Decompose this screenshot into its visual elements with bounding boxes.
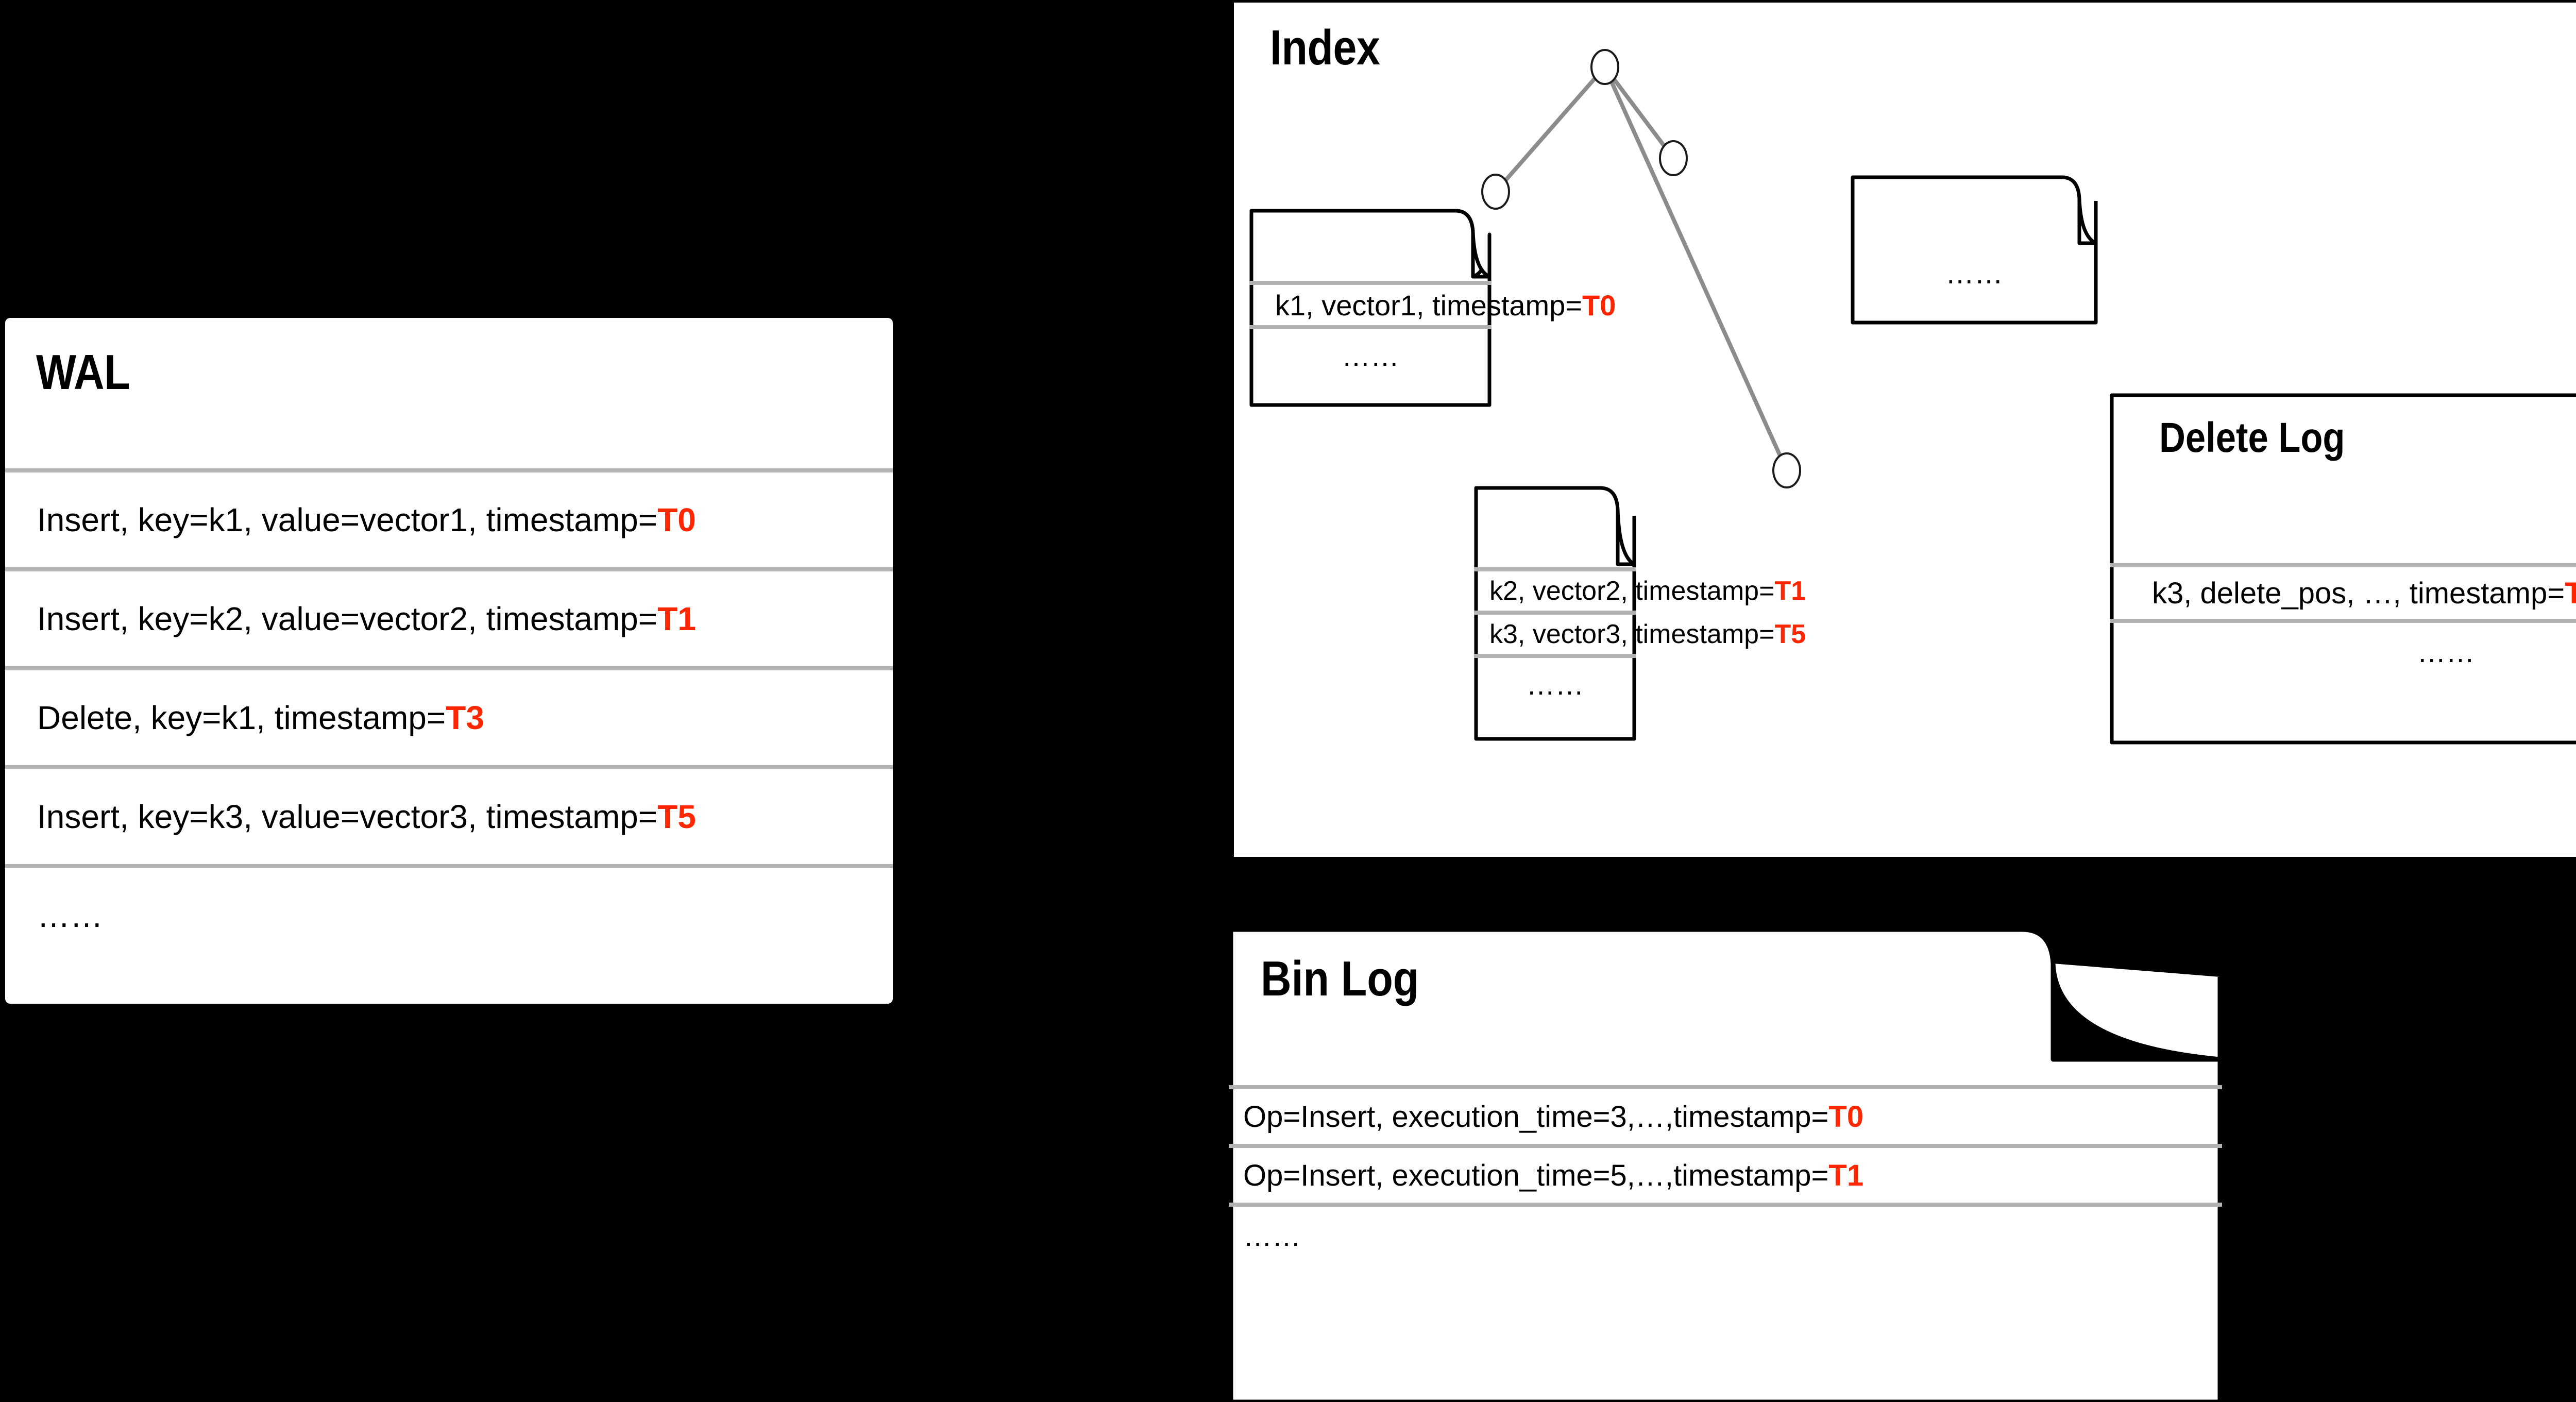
card-outline xyxy=(1851,175,2098,325)
bin-log-row-timestamp: T1 xyxy=(1828,1158,1864,1192)
card-row-timestamp: T3 xyxy=(2565,576,2576,610)
bin-log-row-text: Op=Insert, execution_time=5,…,timestamp=… xyxy=(1243,1158,1864,1192)
bin-log-row: …… xyxy=(1229,1203,2222,1264)
card-row-timestamp: T5 xyxy=(1774,619,1806,649)
wal-row-timestamp: T0 xyxy=(657,501,696,538)
index-card-segment-k2-k3: k2, vector2, timestamp=T1 k3, vector3, t… xyxy=(1474,486,1806,741)
card-row: …… xyxy=(2110,619,2576,681)
tree-node-root xyxy=(1590,49,1619,85)
wal-row-text: Insert, key=k1, value=vector1, timestamp… xyxy=(37,501,696,538)
bin-log-row-text: Op=Insert, execution_time=3,…,timestamp=… xyxy=(1243,1100,1864,1134)
wal-row-list: Insert, key=k1, value=vector1, timestamp… xyxy=(5,468,893,963)
card-row-timestamp: T1 xyxy=(1774,576,1806,606)
card-row-text: k3, vector3, timestamp=T5 xyxy=(1489,619,1806,649)
wal-row-timestamp: T3 xyxy=(446,699,484,736)
card-row: k1, vector1, timestamp=T0 xyxy=(1249,281,1616,325)
index-card-segment-k1: k1, vector1, timestamp=T0 …… xyxy=(1249,209,1616,407)
card-row-ellipsis: …… xyxy=(1945,257,2003,290)
wal-row: Insert, key=k1, value=vector1, timestamp… xyxy=(5,468,893,567)
delete-log-title: Delete Log xyxy=(2159,414,2345,461)
tree-edge-root-right xyxy=(1603,65,1675,160)
card-fold xyxy=(1228,927,2223,1402)
bin-log-title: Bin Log xyxy=(1261,951,1419,1006)
index-card-segment-ellipsis: …… xyxy=(1851,175,2098,325)
card-row-list: k3, delete_pos, …, timestamp=T3 …… xyxy=(2110,563,2576,681)
card-row-ellipsis: …… xyxy=(1526,668,1584,701)
wal-row-timestamp: T1 xyxy=(657,600,696,637)
wal-row: Delete, key=k1, timestamp=T3 xyxy=(5,666,893,765)
card-row: …… xyxy=(1474,654,1636,711)
wal-row-text: Insert, key=k2, value=vector2, timestamp… xyxy=(37,600,696,637)
card-outline xyxy=(2110,393,2576,745)
tree-node-bottom xyxy=(1772,452,1801,488)
card-row-list: k2, vector2, timestamp=T1 k3, vector3, t… xyxy=(1474,567,1806,711)
bin-log-row: Op=Insert, execution_time=5,…,timestamp=… xyxy=(1229,1144,2222,1203)
card-row: …… xyxy=(1851,252,2098,294)
card-row: k2, vector2, timestamp=T1 xyxy=(1474,567,1806,611)
delete-log-card: Delete Log k3, delete_pos, …, timestamp=… xyxy=(2110,393,2576,745)
card-row-list: k1, vector1, timestamp=T0 …… xyxy=(1249,281,1616,382)
card-row-text: k2, vector2, timestamp=T1 xyxy=(1489,576,1806,606)
index-tree xyxy=(1481,49,1801,488)
tree-node-left xyxy=(1481,174,1510,210)
tree-node-right xyxy=(1659,140,1688,176)
wal-panel: WAL Insert, key=k1, value=vector1, times… xyxy=(5,318,893,1004)
bin-log-row-list: Op=Insert, execution_time=3,…,timestamp=… xyxy=(1229,1085,2222,1264)
tree-edge-root-left xyxy=(1494,65,1607,193)
card-row: k3, delete_pos, …, timestamp=T3 xyxy=(2110,563,2576,619)
card-row: …… xyxy=(1249,325,1492,382)
wal-row-timestamp: T5 xyxy=(657,798,696,835)
bin-log-card: Bin Log Op=Insert, execution_time=3,…,ti… xyxy=(1228,927,2223,1402)
card-row-timestamp: T0 xyxy=(1582,289,1616,322)
wal-row-ellipsis: …… xyxy=(37,897,103,934)
card-row: k3, vector3, timestamp=T5 xyxy=(1474,611,1806,654)
bin-log-row-timestamp: T0 xyxy=(1828,1100,1864,1134)
wal-panel-title: WAL xyxy=(36,345,130,400)
card-row-list: …… xyxy=(1851,252,2098,294)
card-row-ellipsis: …… xyxy=(1342,339,1399,372)
wal-row: Insert, key=k3, value=vector3, timestamp… xyxy=(5,765,893,864)
wal-row: Insert, key=k2, value=vector2, timestamp… xyxy=(5,567,893,666)
card-outline xyxy=(1249,209,1492,407)
index-panel-title: Index xyxy=(1270,20,1380,75)
wal-row: …… xyxy=(5,864,893,963)
bin-log-row-ellipsis: …… xyxy=(1243,1219,1301,1252)
wal-row-text: Delete, key=k1, timestamp=T3 xyxy=(37,699,484,736)
bin-log-row: Op=Insert, execution_time=3,…,timestamp=… xyxy=(1229,1085,2222,1144)
wal-row-text: Insert, key=k3, value=vector3, timestamp… xyxy=(37,798,696,835)
card-row-text: k3, delete_pos, …, timestamp=T3 xyxy=(2152,576,2576,611)
card-row-text: k1, vector1, timestamp=T0 xyxy=(1275,289,1616,322)
index-panel: Index k1, vector1, timestamp=T0 xyxy=(1234,3,2576,857)
card-row-ellipsis: …… xyxy=(2417,635,2475,668)
tree-edge-root-bottom xyxy=(1603,66,1789,471)
